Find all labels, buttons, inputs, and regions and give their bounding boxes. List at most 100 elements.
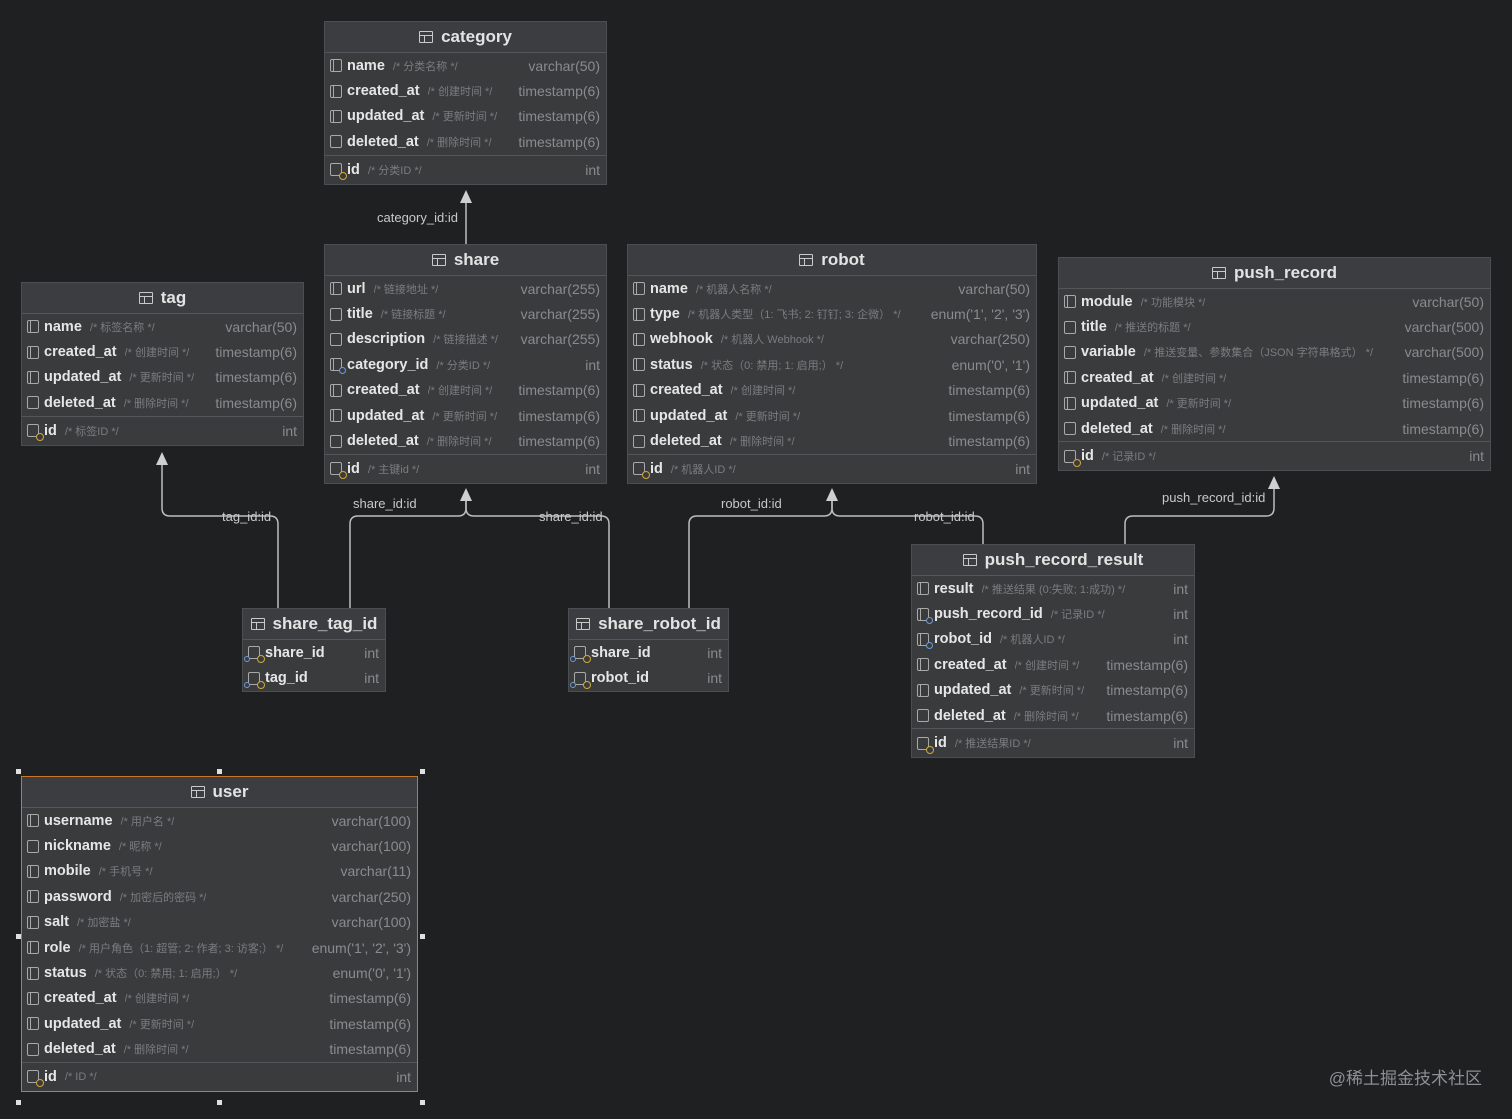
- column-row[interactable]: category_id/* 分类ID */int: [325, 352, 606, 377]
- table-name: robot: [821, 250, 865, 269]
- column-name: deleted_at: [650, 433, 722, 450]
- column-row[interactable]: id/* 主键id */int: [325, 453, 606, 483]
- column-row[interactable]: salt/* 加密盐 */varchar(100): [22, 910, 417, 935]
- column-row[interactable]: deleted_at/* 删除时间 */timestamp(6): [325, 129, 606, 154]
- column-row[interactable]: id/* 标签ID */int: [22, 415, 303, 445]
- resize-handle[interactable]: [217, 1100, 222, 1105]
- column-row[interactable]: created_at/* 创建时间 */timestamp(6): [22, 339, 303, 364]
- column-row[interactable]: role/* 用户角色（1: 超管; 2: 作者; 3: 访客;） */enum…: [22, 935, 417, 960]
- column-row[interactable]: name/* 分类名称 */varchar(50): [325, 53, 606, 78]
- resize-handle[interactable]: [16, 1100, 21, 1105]
- column-row[interactable]: updated_at/* 更新时间 */timestamp(6): [22, 365, 303, 390]
- column-row[interactable]: created_at/* 创建时间 */timestamp(6): [912, 652, 1194, 677]
- column-row[interactable]: variable/* 推送变量、参数集合（JSON 字符串格式） */varch…: [1059, 340, 1490, 365]
- column-row[interactable]: mobile/* 手机号 */varchar(11): [22, 859, 417, 884]
- column-comment: /* 机器人ID */: [1000, 634, 1065, 647]
- column-row[interactable]: created_at/* 创建时间 */timestamp(6): [628, 378, 1036, 403]
- column-row[interactable]: deleted_at/* 删除时间 */timestamp(6): [628, 428, 1036, 453]
- column-row[interactable]: password/* 加密后的密码 */varchar(250): [22, 884, 417, 909]
- column-row[interactable]: push_record_id/* 记录ID */int: [912, 601, 1194, 626]
- table-header[interactable]: tag: [22, 283, 303, 314]
- column-row[interactable]: status/* 状态（0: 禁用; 1: 启用;） */enum('0', '…: [628, 352, 1036, 377]
- column-row[interactable]: status/* 状态（0: 禁用; 1: 启用;） */enum('0', '…: [22, 960, 417, 985]
- column-row[interactable]: deleted_at/* 删除时间 */timestamp(6): [22, 1037, 417, 1062]
- column-comment: /* 机器人 Webhook */: [720, 334, 824, 347]
- table-header[interactable]: user: [22, 777, 417, 808]
- table-header[interactable]: category: [325, 22, 606, 53]
- table-header[interactable]: share: [325, 245, 606, 276]
- column-row[interactable]: robot_id/* 机器人ID */int: [912, 627, 1194, 652]
- resize-handle[interactable]: [420, 1100, 425, 1105]
- column-row[interactable]: nickname/* 昵称 */varchar(100): [22, 833, 417, 858]
- column-row[interactable]: name/* 机器人名称 */varchar(50): [628, 276, 1036, 301]
- table-header[interactable]: share_robot_id: [569, 609, 728, 640]
- column-row[interactable]: type/* 机器人类型（1: 飞书; 2: 钉钉; 3: 企微） */enum…: [628, 301, 1036, 326]
- column-name: id: [934, 735, 947, 752]
- column-type: timestamp(6): [329, 1015, 411, 1032]
- column-type: varchar(250): [950, 331, 1030, 348]
- resize-handle[interactable]: [16, 769, 21, 774]
- column-row[interactable]: created_at/* 创建时间 */timestamp(6): [22, 986, 417, 1011]
- column-row[interactable]: deleted_at/* 删除时间 */timestamp(6): [325, 428, 606, 453]
- column-icon: [633, 358, 645, 372]
- column-row[interactable]: deleted_at/* 删除时间 */timestamp(6): [912, 703, 1194, 728]
- column-comment: /* 记录ID */: [1101, 451, 1156, 464]
- column-row[interactable]: id/* 分类ID */int: [325, 154, 606, 184]
- column-type: timestamp(6): [215, 344, 297, 361]
- column-row[interactable]: updated_at/* 更新时间 */timestamp(6): [912, 678, 1194, 703]
- column-row[interactable]: name/* 标签名称 */varchar(50): [22, 314, 303, 339]
- resize-handle[interactable]: [217, 769, 222, 774]
- column-row[interactable]: updated_at/* 更新时间 */timestamp(6): [628, 403, 1036, 428]
- column-row[interactable]: title/* 链接标题 */varchar(255): [325, 301, 606, 326]
- column-row[interactable]: created_at/* 创建时间 */timestamp(6): [1059, 365, 1490, 390]
- table-header[interactable]: push_record: [1059, 258, 1490, 289]
- table-robot[interactable]: robot name/* 机器人名称 */varchar(50)type/* 机器…: [627, 244, 1037, 484]
- table-icon: [250, 618, 265, 630]
- column-icon: [27, 320, 39, 334]
- column-type: timestamp(6): [518, 83, 600, 100]
- column-row[interactable]: id/* 推送结果ID */int: [912, 728, 1194, 757]
- resize-handle[interactable]: [16, 934, 21, 939]
- column-row[interactable]: description/* 链接描述 */varchar(255): [325, 327, 606, 352]
- relation-label: robot_id:id: [914, 509, 975, 524]
- column-icon: [1064, 371, 1076, 385]
- column-row[interactable]: updated_at/* 更新时间 */timestamp(6): [325, 104, 606, 129]
- column-row[interactable]: id/* ID */int: [22, 1061, 417, 1091]
- column-row[interactable]: created_at/* 创建时间 */timestamp(6): [325, 78, 606, 103]
- column-row[interactable]: deleted_at/* 删除时间 */timestamp(6): [22, 390, 303, 415]
- column-row[interactable]: id/* 机器人ID */int: [628, 453, 1036, 483]
- resize-handle[interactable]: [420, 934, 425, 939]
- column-icon: [27, 1017, 39, 1031]
- column-row[interactable]: username/* 用户名 */varchar(100): [22, 808, 417, 833]
- column-row[interactable]: updated_at/* 更新时间 */timestamp(6): [325, 403, 606, 428]
- table-header[interactable]: robot: [628, 245, 1036, 276]
- table-header[interactable]: push_record_result: [912, 545, 1194, 576]
- column-name: created_at: [1081, 369, 1154, 386]
- table-header[interactable]: share_tag_id: [243, 609, 385, 640]
- column-name: updated_at: [650, 407, 728, 424]
- resize-handle[interactable]: [420, 769, 425, 774]
- column-row[interactable]: deleted_at/* 删除时间 */timestamp(6): [1059, 416, 1490, 441]
- column-row[interactable]: updated_at/* 更新时间 */timestamp(6): [1059, 391, 1490, 416]
- column-row[interactable]: module/* 功能模块 */varchar(50): [1059, 289, 1490, 314]
- column-row[interactable]: title/* 推送的标题 */varchar(500): [1059, 314, 1490, 339]
- column-row[interactable]: updated_at/* 更新时间 */timestamp(6): [22, 1011, 417, 1036]
- column-row[interactable]: url/* 链接地址 */varchar(255): [325, 276, 606, 301]
- column-row[interactable]: webhook/* 机器人 Webhook */varchar(250): [628, 327, 1036, 352]
- column-name: name: [650, 280, 688, 297]
- column-row[interactable]: created_at/* 创建时间 */timestamp(6): [325, 378, 606, 403]
- column-row[interactable]: result/* 推送结果 (0:失败; 1:成功) */int: [912, 576, 1194, 601]
- column-row[interactable]: id/* 记录ID */int: [1059, 441, 1490, 470]
